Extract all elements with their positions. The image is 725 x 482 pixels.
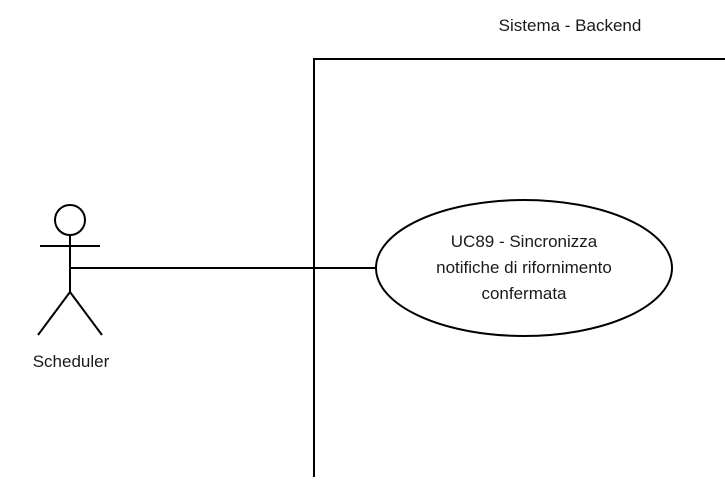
actor-left-leg [37,291,71,336]
actor-scheduler-figure[interactable] [37,204,103,336]
system-boundary[interactable] [313,58,725,477]
usecase-label-line: notifiche di rifornimento [436,258,612,277]
usecase-label-line: confermata [481,284,567,303]
actor-label: Scheduler [32,352,110,371]
system-title: Sistema - Backend [498,16,642,35]
usecase-ellipse[interactable] [375,199,673,337]
usecase-label: UC89 - Sincronizza notifiche di rifornim… [376,229,672,307]
usecase-label-line: UC89 - Sincronizza [450,232,598,251]
actor-head [54,204,86,236]
actor-right-leg [69,291,103,336]
